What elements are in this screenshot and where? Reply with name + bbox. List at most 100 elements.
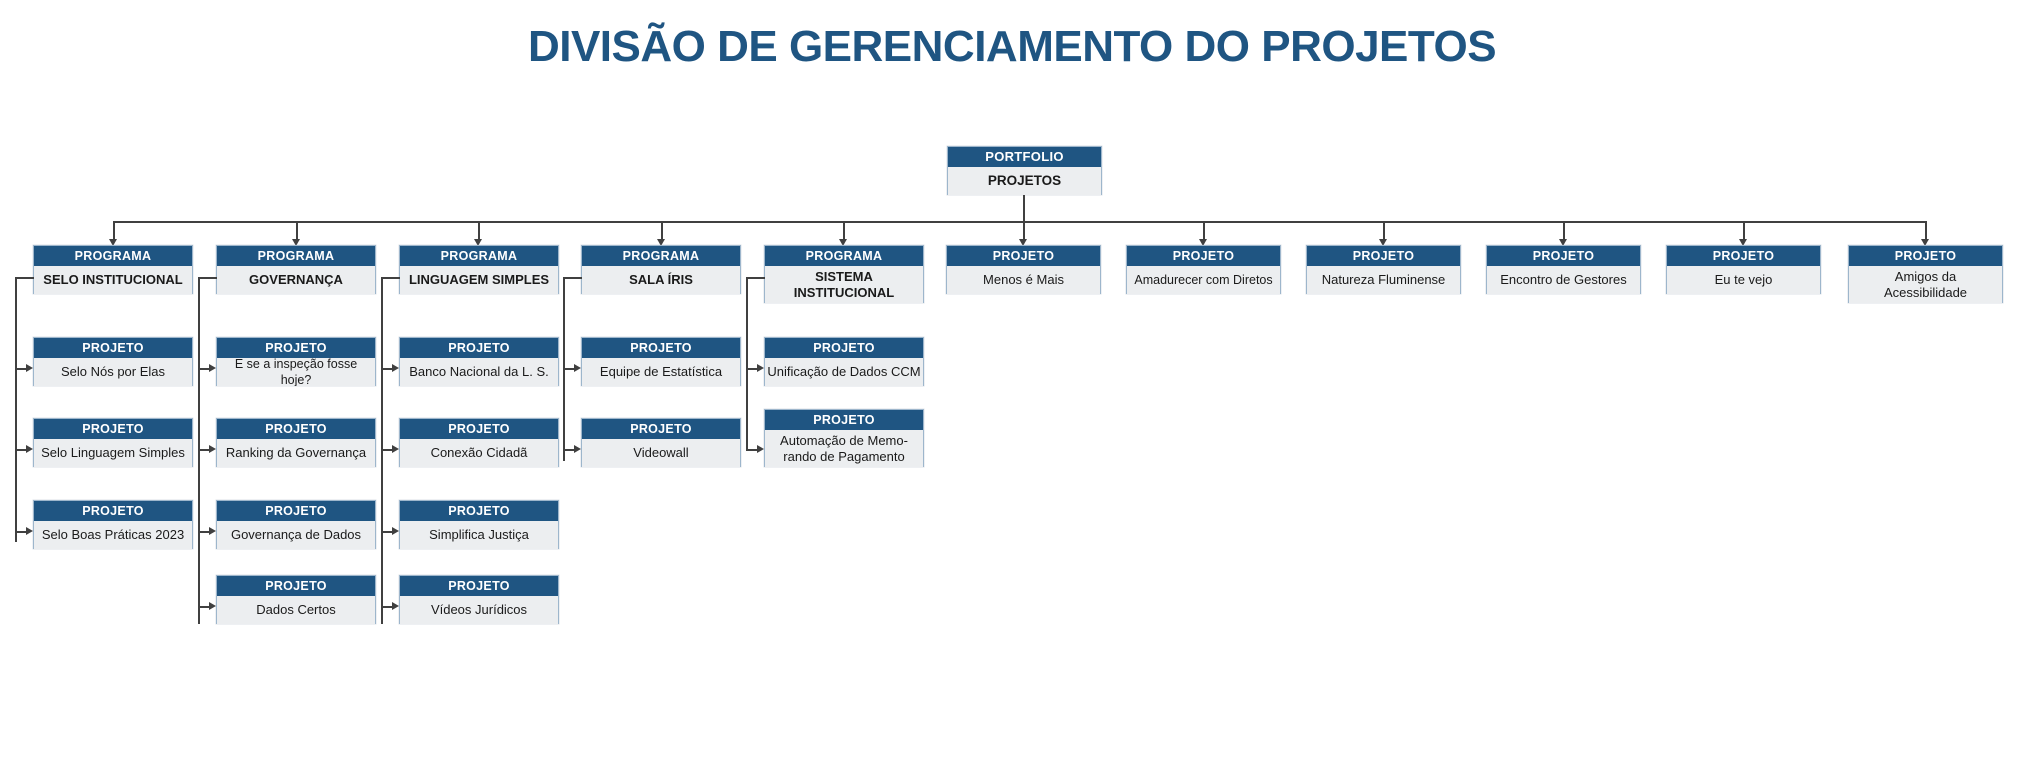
node-body-sa-5: Eu te vejo <box>1667 266 1820 294</box>
node-projeto-simplifica-justica[interactable]: PROJETO Simplifica Justiça <box>399 500 559 549</box>
node-header-c2-p2: PROJETO <box>217 419 375 439</box>
node-programa-sala-iris[interactable]: PROGRAMA SALA ÍRIS <box>581 245 741 294</box>
node-header-programa-1: PROGRAMA <box>34 246 192 266</box>
connector-c1-branch-2 <box>15 449 27 451</box>
node-body-sa-4: Encontro de Gestores <box>1487 266 1640 294</box>
connector-c5-branch-2 <box>746 449 758 451</box>
node-body-programa-5: SISTEMA INSTITUCIONAL <box>765 266 923 303</box>
node-body-programa-1: SELO INSTITUCIONAL <box>34 266 192 294</box>
connector-c3-branch-3 <box>381 531 393 533</box>
node-portfolio-projetos[interactable]: PORTFOLIO PROJETOS <box>947 146 1102 195</box>
node-projeto-selo-nos-por-elas[interactable]: PROJETO Selo Nós por Elas <box>33 337 193 386</box>
node-header-c1-p1: PROJETO <box>34 338 192 358</box>
node-projeto-ranking-da-governanca[interactable]: PROJETO Ranking da Governança <box>216 418 376 467</box>
node-projeto-e-se-a-inspecao-fosse-hoje[interactable]: PROJETO E se a inspeção fosse hoje? <box>216 337 376 386</box>
node-header-c2-p3: PROJETO <box>217 501 375 521</box>
connector-c2-branch-2 <box>198 449 210 451</box>
connector-c1-branch-3 <box>15 531 27 533</box>
node-header-sa-6: PROJETO <box>1849 246 2002 266</box>
node-header-sa-3: PROJETO <box>1307 246 1460 266</box>
connector-c2-elbow-top <box>198 277 217 279</box>
node-body-c2-p2: Ranking da Governança <box>217 439 375 467</box>
connector-c1-elbow-top <box>15 277 34 279</box>
arrow-to-projeto-1 <box>1019 239 1027 246</box>
node-programa-selo-institucional[interactable]: PROGRAMA SELO INSTITUCIONAL <box>33 245 193 294</box>
connector-c1-spine <box>15 277 17 542</box>
node-header-c2-p4: PROJETO <box>217 576 375 596</box>
node-projeto-equipe-de-estatistica[interactable]: PROJETO Equipe de Estatística <box>581 337 741 386</box>
sa-6-line-1: Amigos da <box>1894 268 1957 284</box>
node-body-c2-p4: Dados Certos <box>217 596 375 624</box>
node-projeto-amadurecer-com-diretos[interactable]: PROJETO Amadurecer com Diretos <box>1126 245 1281 294</box>
arrow-c3-project-4 <box>392 602 399 610</box>
connector-drop-4 <box>661 221 663 241</box>
node-body-sa-3: Natureza Fluminense <box>1307 266 1460 294</box>
node-body-programa-4: SALA ÍRIS <box>582 266 740 294</box>
node-body-sa-6: Amigos da Acessibilidade <box>1849 266 2002 303</box>
connector-drop-3 <box>478 221 480 241</box>
node-body-c1-p3: Selo Boas Práticas 2023 <box>34 521 192 549</box>
node-programa-sistema-institucional[interactable]: PROGRAMA SISTEMA INSTITUCIONAL <box>764 245 924 303</box>
node-header-sa-5: PROJETO <box>1667 246 1820 266</box>
arrow-c1-project-2 <box>26 445 33 453</box>
arrow-c5-project-1 <box>757 364 764 372</box>
node-projeto-amigos-da-acessibilidade[interactable]: PROJETO Amigos da Acessibilidade <box>1848 245 2003 303</box>
arrow-c5-project-2 <box>757 445 764 453</box>
c5-p2-line-2: rando de Pagamento <box>783 448 905 464</box>
node-header-programa-5: PROGRAMA <box>765 246 923 266</box>
node-header-c3-p4: PROJETO <box>400 576 558 596</box>
connector-c2-branch-3 <box>198 531 210 533</box>
node-header-programa-3: PROGRAMA <box>400 246 558 266</box>
node-projeto-eu-te-vejo[interactable]: PROJETO Eu te vejo <box>1666 245 1821 294</box>
node-body-sa-1: Menos é Mais <box>947 266 1100 294</box>
node-programa-governanca[interactable]: PROGRAMA GOVERNANÇA <box>216 245 376 294</box>
node-header-c3-p3: PROJETO <box>400 501 558 521</box>
arrow-c2-project-1 <box>209 364 216 372</box>
node-projeto-dados-certos[interactable]: PROJETO Dados Certos <box>216 575 376 624</box>
node-projeto-videowall[interactable]: PROJETO Videowall <box>581 418 741 467</box>
connector-drop-6 <box>1023 221 1025 241</box>
connector-c5-branch-1 <box>746 368 758 370</box>
connector-drop-7 <box>1203 221 1205 241</box>
node-body-c2-p3: Governança de Dados <box>217 521 375 549</box>
node-header-c5-p1: PROJETO <box>765 338 923 358</box>
node-projeto-conexao-cidada[interactable]: PROJETO Conexão Cidadã <box>399 418 559 467</box>
connector-drop-2 <box>296 221 298 241</box>
arrow-c1-project-1 <box>26 364 33 372</box>
node-body-sa-2: Amadurecer com Diretos <box>1127 266 1280 294</box>
connector-c4-elbow-top <box>563 277 582 279</box>
node-body-c1-p1: Selo Nós por Elas <box>34 358 192 386</box>
node-body-c3-p3: Simplifica Justiça <box>400 521 558 549</box>
arrow-to-programa-1 <box>109 239 117 246</box>
node-projeto-automacao-de-memorando-de-pagamento[interactable]: PROJETO Automação de Memo- rando de Paga… <box>764 409 924 467</box>
node-programa-linguagem-simples[interactable]: PROGRAMA LINGUAGEM SIMPLES <box>399 245 559 294</box>
connector-c4-branch-1 <box>563 368 575 370</box>
node-projeto-videos-juridicos[interactable]: PROJETO Vídeos Jurídicos <box>399 575 559 624</box>
connector-root-stem <box>1023 195 1025 221</box>
node-projeto-natureza-fluminense[interactable]: PROJETO Natureza Fluminense <box>1306 245 1461 294</box>
node-projeto-unificacao-de-dados-ccm[interactable]: PROJETO Unificação de Dados CCM <box>764 337 924 386</box>
node-projeto-selo-linguagem-simples[interactable]: PROJETO Selo Linguagem Simples <box>33 418 193 467</box>
node-projeto-governanca-de-dados[interactable]: PROJETO Governança de Dados <box>216 500 376 549</box>
connector-drop-11 <box>1925 221 1927 241</box>
connector-drop-5 <box>843 221 845 241</box>
connector-c4-branch-2 <box>563 449 575 451</box>
node-projeto-selo-boas-praticas-2023[interactable]: PROJETO Selo Boas Práticas 2023 <box>33 500 193 549</box>
arrow-c3-project-2 <box>392 445 399 453</box>
connector-drop-9 <box>1563 221 1565 241</box>
arrow-c4-project-1 <box>574 364 581 372</box>
node-projeto-banco-nacional-da-ls[interactable]: PROJETO Banco Nacional da L. S. <box>399 337 559 386</box>
connector-c3-branch-4 <box>381 606 393 608</box>
node-projeto-encontro-de-gestores[interactable]: PROJETO Encontro de Gestores <box>1486 245 1641 294</box>
arrow-c3-project-3 <box>392 527 399 535</box>
programa-5-line-2: INSTITUCIONAL <box>793 284 895 300</box>
connector-drop-8 <box>1383 221 1385 241</box>
arrow-to-programa-2 <box>292 239 300 246</box>
node-header-portfolio: PORTFOLIO <box>948 147 1101 167</box>
node-header-sa-4: PROJETO <box>1487 246 1640 266</box>
node-projeto-menos-e-mais[interactable]: PROJETO Menos é Mais <box>946 245 1101 294</box>
node-header-c3-p2: PROJETO <box>400 419 558 439</box>
node-body-projetos: PROJETOS <box>948 167 1101 195</box>
page-title: DIVISÃO DE GERENCIAMENTO DO PROJETOS <box>527 22 1497 71</box>
connector-c1-branch-1 <box>15 368 27 370</box>
